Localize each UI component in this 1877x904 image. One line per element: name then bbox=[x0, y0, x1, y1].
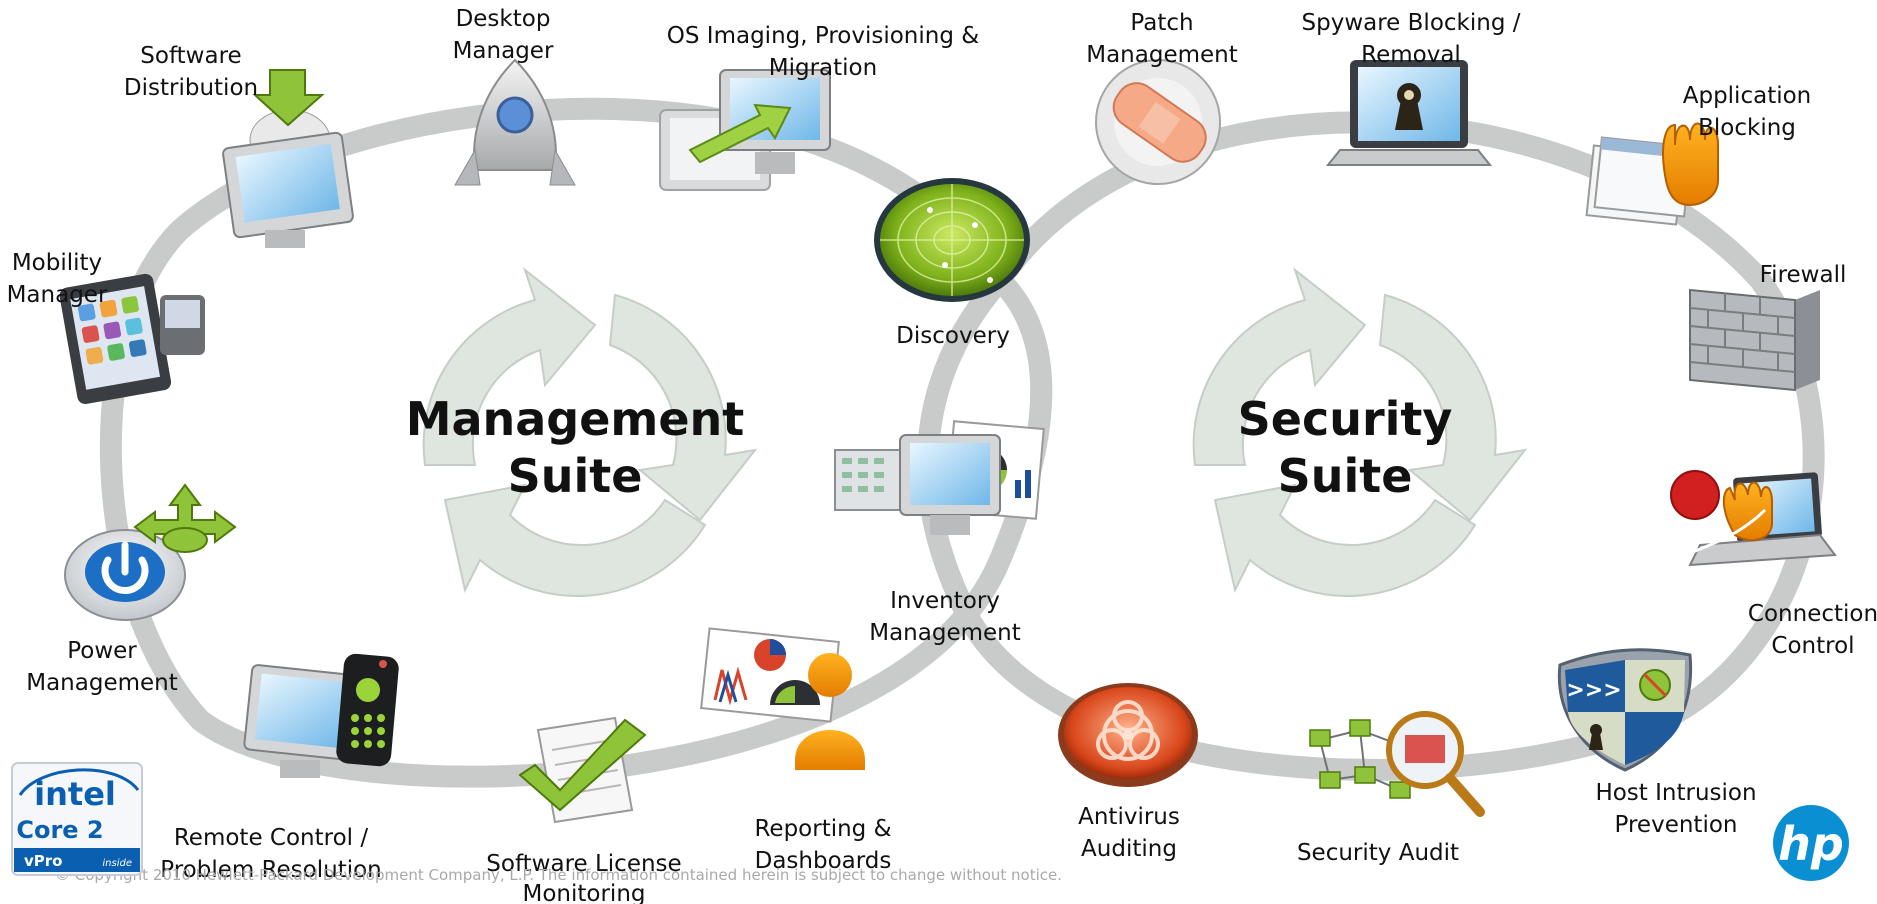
shield-icon: >>> bbox=[1557, 648, 1693, 772]
connection-control-icon bbox=[1670, 470, 1837, 567]
firewall-icon bbox=[1689, 288, 1820, 392]
node-label-line: Monitoring bbox=[523, 881, 646, 904]
security-cycle-arrows bbox=[1192, 267, 1528, 597]
node-software-license[interactable]: Software License Monitoring bbox=[486, 851, 681, 904]
node-label-line: Auditing bbox=[1081, 836, 1177, 862]
patch-cd-icon bbox=[1095, 59, 1221, 185]
power-icon bbox=[64, 529, 186, 621]
node-reporting-dashboards[interactable]: Reporting & Dashboards bbox=[754, 816, 891, 874]
node-label-line: Blocking bbox=[1698, 115, 1796, 141]
management-suite-title-line2: Suite bbox=[508, 449, 643, 503]
svg-text:>>>: >>> bbox=[1566, 678, 1621, 703]
node-label-line: Problem Resolution bbox=[160, 857, 382, 883]
node-label-line: Control bbox=[1771, 633, 1854, 659]
node-label-line: Mobility bbox=[12, 250, 102, 276]
intel-logo-product: Core 2 bbox=[16, 816, 103, 844]
intel-logo-brand: intel bbox=[34, 775, 116, 813]
intel-logo-sub: vPro bbox=[24, 852, 62, 870]
node-label-line: Migration bbox=[769, 55, 877, 81]
node-remote-control[interactable]: Remote Control / Problem Resolution bbox=[160, 825, 382, 883]
remote-control-icon bbox=[243, 653, 399, 778]
node-application-blocking[interactable]: Application Blocking bbox=[1683, 83, 1812, 141]
node-antivirus-auditing[interactable]: Antivirus Auditing bbox=[1078, 804, 1180, 862]
hp-logo-text: hp bbox=[1778, 817, 1844, 871]
inventory-icon bbox=[834, 420, 1045, 535]
node-label-line: Connection bbox=[1748, 601, 1877, 627]
intel-logo-tag: inside bbox=[102, 858, 132, 869]
node-software-distribution[interactable]: Software Distribution bbox=[124, 43, 258, 101]
multi-arrow-icon bbox=[133, 483, 237, 553]
node-spyware-blocking[interactable]: Spyware Blocking / Removal bbox=[1302, 10, 1521, 68]
node-label-line: Management bbox=[869, 620, 1021, 646]
node-label-line: Host Intrusion bbox=[1595, 780, 1756, 806]
node-label-line: Removal bbox=[1361, 42, 1461, 68]
license-check-icon bbox=[518, 716, 647, 824]
network-audit-icon bbox=[1309, 711, 1485, 817]
mobile-devices-icon bbox=[59, 273, 205, 405]
management-suite-title-line1: Management bbox=[406, 392, 745, 446]
node-label-line: Manager bbox=[7, 282, 108, 308]
node-label-line: Discovery bbox=[896, 323, 1010, 349]
node-label-line: Inventory bbox=[890, 588, 1000, 614]
node-desktop-manager[interactable]: Desktop Manager bbox=[453, 6, 554, 64]
node-label-line: Software License bbox=[486, 851, 681, 877]
node-patch-management[interactable]: Patch Management bbox=[1086, 10, 1238, 68]
node-inventory-management[interactable]: Inventory Management bbox=[869, 588, 1021, 646]
node-label-line: Manager bbox=[453, 38, 554, 64]
node-label-line: Reporting & bbox=[754, 816, 891, 842]
node-label-line: Remote Control / bbox=[174, 825, 369, 851]
radar-icon bbox=[874, 178, 1030, 302]
node-mobility-manager[interactable]: Mobility Manager bbox=[7, 250, 108, 308]
node-label-line: Software bbox=[140, 43, 241, 69]
intel-logo: intel Core 2 vPro inside bbox=[11, 762, 143, 876]
node-label-line: Antivirus bbox=[1078, 804, 1180, 830]
node-os-imaging[interactable]: OS Imaging, Provisioning & Migration bbox=[667, 23, 979, 81]
os-imaging-icon bbox=[659, 69, 831, 191]
node-connection-control[interactable]: Connection Control bbox=[1748, 601, 1877, 659]
node-label-line: Dashboards bbox=[755, 848, 892, 874]
node-label-line: Patch bbox=[1130, 10, 1193, 36]
node-security-audit[interactable]: Security Audit bbox=[1297, 840, 1459, 866]
node-host-intrusion-prevention[interactable]: Host Intrusion Prevention bbox=[1595, 780, 1756, 838]
node-label-line: Security Audit bbox=[1297, 840, 1459, 866]
node-label-line: OS Imaging, Provisioning & bbox=[667, 23, 979, 49]
dashboard-report-icon bbox=[700, 627, 865, 770]
hp-logo: hp bbox=[1773, 805, 1849, 881]
node-label-line: Power bbox=[67, 638, 137, 664]
software-distribution-icon bbox=[222, 69, 354, 248]
node-label-line: Application bbox=[1683, 83, 1812, 109]
management-cycle-arrows bbox=[422, 267, 758, 597]
node-label-line: Desktop bbox=[456, 6, 551, 32]
node-label-line: Management bbox=[26, 670, 178, 696]
laptop-keyhole-icon bbox=[1325, 60, 1493, 166]
security-suite-title-line1: Security bbox=[1238, 392, 1453, 446]
security-suite-title-line2: Suite bbox=[1278, 449, 1413, 503]
node-label-line: Distribution bbox=[124, 75, 258, 101]
node-discovery[interactable]: Discovery bbox=[896, 323, 1010, 349]
application-block-icon bbox=[1585, 122, 1719, 226]
node-label-line: Prevention bbox=[1615, 812, 1738, 838]
node-label-line: Firewall bbox=[1760, 262, 1847, 288]
node-label-line: Spyware Blocking / bbox=[1302, 10, 1521, 36]
node-power-management[interactable]: Power Management bbox=[26, 638, 178, 696]
biohazard-icon bbox=[1058, 683, 1198, 787]
node-label-line: Management bbox=[1086, 42, 1238, 68]
node-firewall[interactable]: Firewall bbox=[1760, 262, 1847, 288]
copyright-notice: © Copyright 2010 Hewlett-Packard Develop… bbox=[55, 866, 1062, 884]
rocket-icon bbox=[454, 58, 576, 186]
